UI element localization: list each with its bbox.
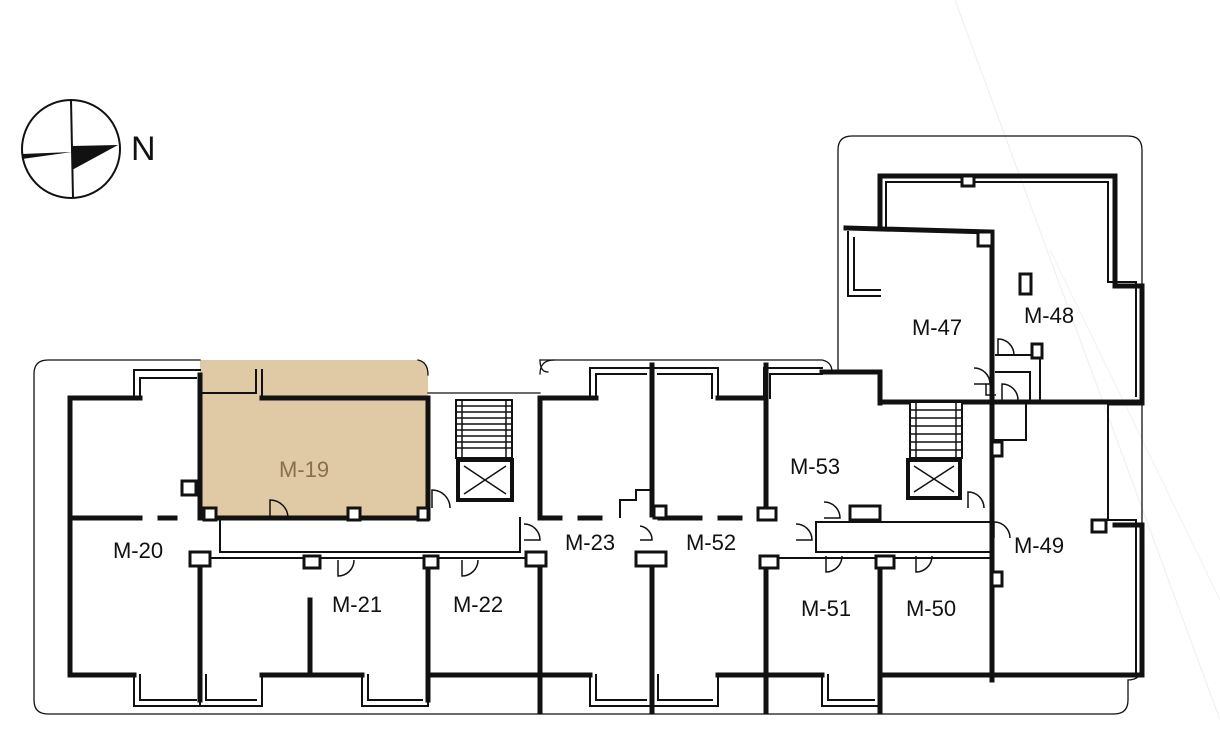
room-label-m52: M-52 (686, 530, 736, 555)
elevator-right (906, 458, 962, 500)
room-label-m21: M-21 (332, 592, 382, 617)
elevator-left (456, 458, 514, 502)
room-highlight-m19[interactable] (200, 360, 428, 518)
compass-label: N (131, 130, 156, 168)
room-label-m49: M-49 (1014, 533, 1064, 558)
column-markers (180, 174, 1108, 588)
compass-tail (22, 152, 72, 159)
building-outline (33, 135, 1143, 715)
room-label-m22: M-22 (453, 592, 503, 617)
room-label-m48: M-48 (1024, 303, 1074, 328)
room-label-m53: M-53 (790, 454, 840, 479)
room-label-m20: M-20 (113, 538, 163, 563)
room-label-m19: M-19 (279, 457, 329, 482)
interior-walls (67, 362, 995, 715)
compass: N (21, 99, 156, 199)
door-swings (269, 338, 1019, 577)
staircase-left (455, 399, 513, 459)
room-label-m23: M-23 (565, 530, 615, 555)
exterior-walls (67, 173, 1145, 678)
background-line (1049, 249, 1220, 601)
step-detail (619, 489, 652, 518)
room-label-m50: M-50 (906, 596, 956, 621)
bay-windows (133, 175, 1137, 707)
staircase-right (909, 401, 963, 459)
room-label-m47: M-47 (912, 315, 962, 340)
background-line (954, 0, 1220, 721)
north-arrow-icon (72, 145, 118, 170)
room-label-m51: M-51 (801, 596, 851, 621)
